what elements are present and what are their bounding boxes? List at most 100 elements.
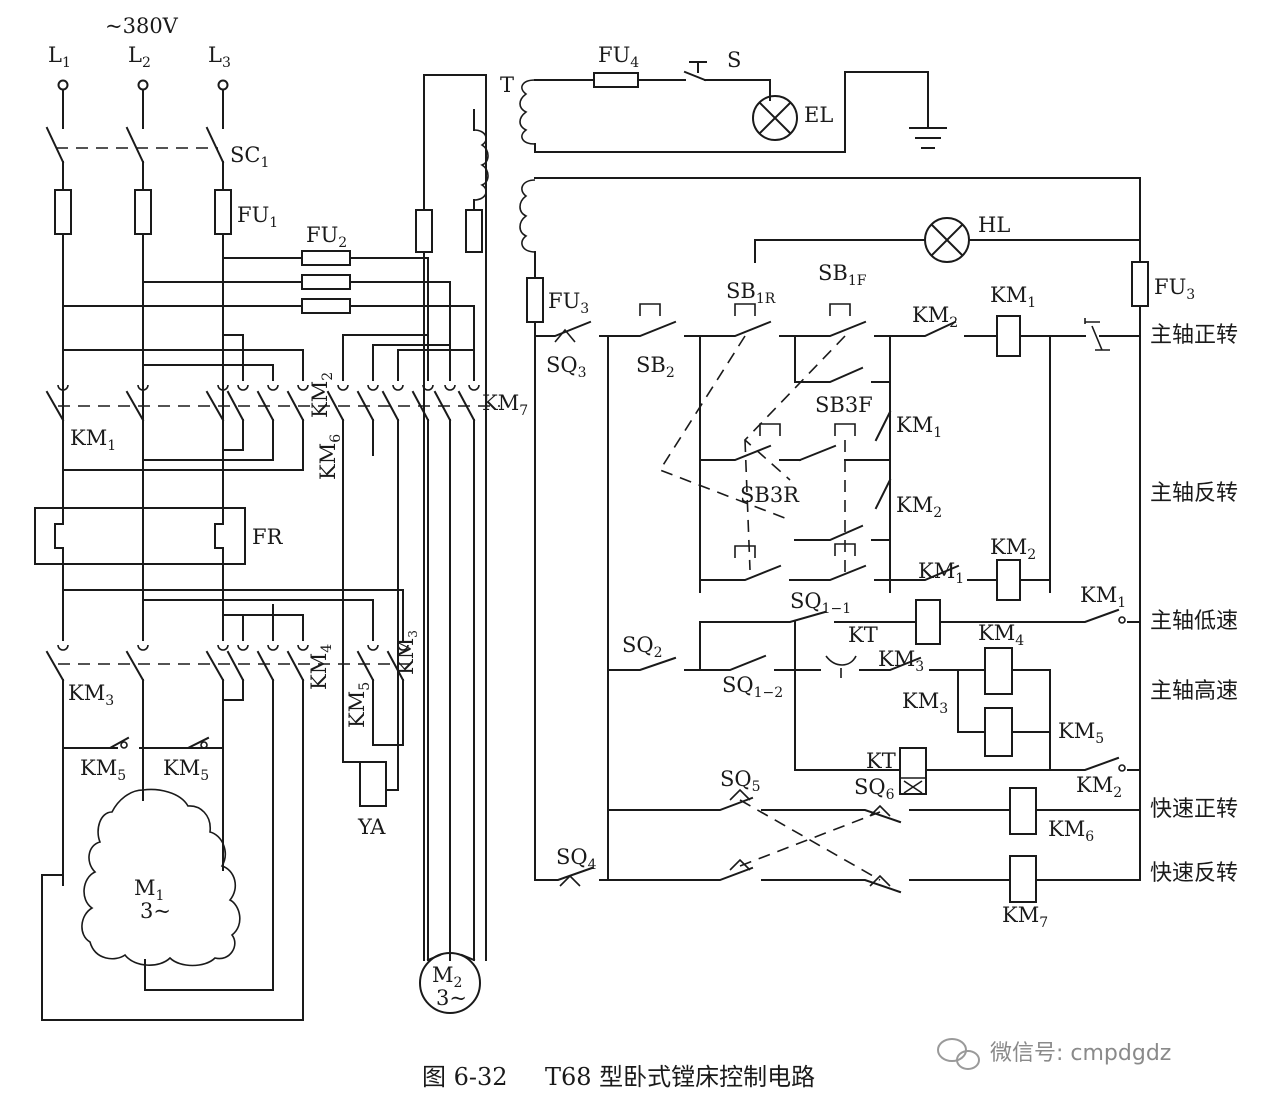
svg-text:SB1R: SB1R <box>726 279 776 307</box>
svg-text:KM2: KM2 <box>1076 773 1122 801</box>
rung-rapid-forward: SQ5 KM6 快速正转 <box>607 767 1238 845</box>
svg-text:KM4: KM4 <box>978 621 1024 649</box>
svg-text:KM3: KM3 <box>68 681 114 709</box>
fuses-fu1: FU1 <box>54 189 278 235</box>
svg-text:FU1: FU1 <box>237 203 278 231</box>
svg-text:SQ6: SQ6 <box>854 775 895 803</box>
ground-icon <box>909 127 947 149</box>
motor-m1: M1 3~ <box>81 788 241 967</box>
svg-text:KM2: KM2 <box>308 372 336 418</box>
thermal-relay-fr: FR <box>34 507 284 565</box>
svg-text:KM1: KM1 <box>1080 583 1126 611</box>
figure-number: 图 6-32 <box>422 1063 508 1091</box>
km5-star-contacts: KM5 KM5 <box>62 736 224 784</box>
coil-km1 <box>996 315 1021 357</box>
contactors-km6-km7: KM6 KM7 <box>316 334 528 961</box>
coil-km6 <box>1009 787 1037 835</box>
svg-text:HL: HL <box>978 213 1010 237</box>
svg-text:KM5: KM5 <box>80 756 126 784</box>
svg-text:KM5: KM5 <box>345 682 373 728</box>
svg-text:FU2: FU2 <box>306 223 347 251</box>
svg-text:SB1F: SB1F <box>818 261 867 289</box>
svg-text:KM1: KM1 <box>990 283 1036 311</box>
control-circuit: FU3 FU3 HL SQ3 SB2 SB1R SB1F KM2 KM1 主轴正… <box>519 177 1238 931</box>
svg-text:KM7: KM7 <box>1002 903 1048 931</box>
fuses-fu2: FU2 <box>62 223 475 381</box>
coil-km4 <box>984 647 1013 695</box>
rung-spindle-high: SQ2 KM4 KM3 SQ1−2 KM3 KM5 主轴高速 <box>607 621 1238 771</box>
transformer-label: T <box>500 73 514 97</box>
rung-label: 主轴正转 <box>1150 323 1238 348</box>
svg-text:SB3R: SB3R <box>740 483 800 507</box>
figure-title: T68 型卧式镗床控制电路 <box>545 1063 815 1091</box>
svg-text:KM3: KM3 <box>878 647 924 675</box>
svg-text:SQ3: SQ3 <box>546 353 587 381</box>
main-switch-sc1: SC1 <box>45 89 269 191</box>
svg-text:KM1: KM1 <box>70 426 116 454</box>
svg-text:KM6: KM6 <box>1048 817 1094 845</box>
coil-km2 <box>996 559 1021 601</box>
wechat-icon <box>937 1038 980 1070</box>
watermark-text: 微信号: cmpdgdz <box>990 1041 1171 1066</box>
contactors-km3-km4: KM3 KM4 KM3 KM5 <box>41 563 420 1021</box>
svg-text:M2: M2 <box>432 963 462 991</box>
rung-spindle-forward: SQ3 SB2 SB1R SB1F KM2 KM1 主轴正转 <box>534 261 1238 381</box>
fuse-fu3-left <box>526 277 544 323</box>
motor-m2: M2 3~ <box>415 74 489 1014</box>
figure-caption: 图 6-32 T68 型卧式镗床控制电路 <box>422 1063 815 1091</box>
svg-text:SQ1−2: SQ1−2 <box>722 673 783 701</box>
coil-km5 <box>984 707 1013 757</box>
coil-km7 <box>1009 855 1037 903</box>
svg-text:KM5: KM5 <box>1058 719 1104 747</box>
rung-label: 快速反转 <box>1150 861 1238 886</box>
svg-text:KM5: KM5 <box>163 756 209 784</box>
svg-text:SQ4: SQ4 <box>556 845 597 873</box>
svg-text:SC1: SC1 <box>230 143 269 171</box>
supply-voltage: ~380V <box>105 14 179 38</box>
svg-text:FU4: FU4 <box>598 43 639 71</box>
phase-l1: L1 <box>48 43 71 91</box>
svg-text:KM7: KM7 <box>482 391 528 419</box>
svg-text:SQ5: SQ5 <box>720 767 761 795</box>
contactors-km1-km2: KM1 KM2 <box>45 334 500 511</box>
svg-text:KM2: KM2 <box>912 303 958 331</box>
phase-l2: L2 <box>128 43 151 91</box>
svg-text:YA: YA <box>357 815 386 839</box>
switch-s <box>689 61 707 73</box>
svg-text:KM2: KM2 <box>990 535 1036 563</box>
coil-kt-relay <box>915 599 941 645</box>
svg-text:KM6: KM6 <box>316 434 344 480</box>
svg-text:SB3F: SB3F <box>815 393 873 417</box>
svg-text:SQ2: SQ2 <box>622 633 663 661</box>
svg-text:L2: L2 <box>128 43 151 71</box>
svg-text:KM2: KM2 <box>896 493 942 521</box>
svg-text:KM4: KM4 <box>307 644 335 690</box>
svg-text:KT: KT <box>866 749 896 773</box>
watermark: 微信号: cmpdgdz <box>937 1038 1171 1070</box>
rung-rapid-reverse: SQ4 KM7 快速反转 <box>534 799 1238 931</box>
lighting-circuit: T FU4 S EL <box>500 43 947 153</box>
svg-text:KM1: KM1 <box>896 413 942 441</box>
svg-text:M1: M1 <box>134 876 164 904</box>
svg-text:3~: 3~ <box>140 899 171 923</box>
svg-text:KT: KT <box>848 623 878 647</box>
rung-label: 主轴低速 <box>1150 609 1238 634</box>
rung-label: 主轴高速 <box>1150 679 1238 704</box>
svg-text:FU3: FU3 <box>548 289 589 317</box>
svg-text:3~: 3~ <box>436 986 467 1010</box>
control-transformer <box>519 179 536 253</box>
svg-text:L1: L1 <box>48 43 71 71</box>
transformer-secondary <box>519 79 536 145</box>
coil-kt <box>899 747 927 795</box>
svg-text:KM3: KM3 <box>902 689 948 717</box>
svg-text:KM1: KM1 <box>918 559 964 587</box>
svg-text:SQ1−1: SQ1−1 <box>790 589 851 617</box>
rung-spindle-reverse: SB3F KM1 SB3R KM2 KM1 KM2 主轴反转 <box>607 335 1238 881</box>
rung-spindle-low: SQ1−1 KT KM1 主轴低速 <box>699 583 1238 771</box>
fuse-fu3-right <box>1131 261 1149 307</box>
lamp-icon <box>752 95 798 141</box>
svg-text:FU3: FU3 <box>1154 275 1195 303</box>
svg-text:SB2: SB2 <box>636 353 675 381</box>
lamp-icon <box>924 217 970 263</box>
svg-text:EL: EL <box>804 103 833 127</box>
